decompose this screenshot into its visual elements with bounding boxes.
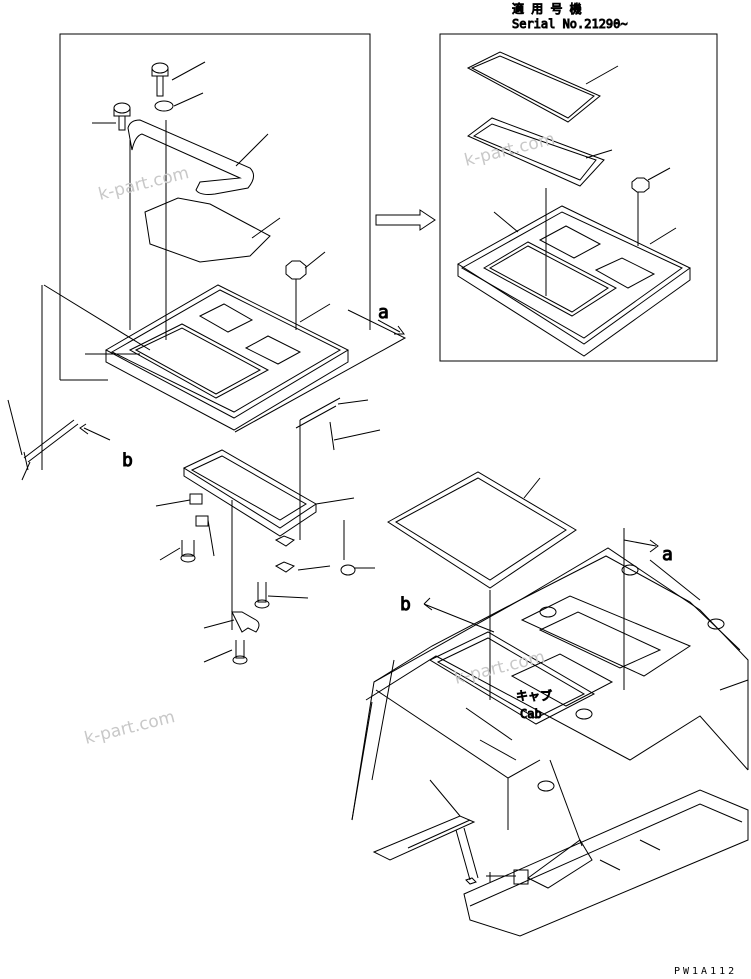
- left-group-frame: [59, 33, 371, 380]
- view-a-label-top: a: [378, 302, 389, 323]
- watermark-4: k-part.com: [82, 707, 177, 749]
- view-a-arrow: [377, 319, 405, 335]
- nut-left: [285, 251, 326, 330]
- support-rod: [7, 399, 79, 481]
- bolt-bottom: [203, 640, 248, 665]
- sunroof-frame: [182, 449, 355, 537]
- view-b-label-cab: b: [400, 594, 411, 615]
- applicable-serial-jp: 適 用 号 機: [512, 1, 582, 16]
- gasket-sheet: [144, 197, 281, 263]
- roof-panel-new: [457, 188, 691, 357]
- view-b-label-left: b: [122, 450, 133, 471]
- latch-assembly: [486, 759, 593, 889]
- view-a-arrow-cab: [623, 528, 659, 690]
- cab-label-en: Cab: [520, 707, 542, 721]
- watermark-3: k-part.com: [452, 647, 547, 689]
- bolt-left: [92, 102, 131, 131]
- replacement-arrow: [375, 209, 436, 231]
- nut-lower-right: [340, 520, 375, 576]
- glass-seal-large: [387, 471, 577, 700]
- mount-bolt: [455, 827, 479, 885]
- glass-panel-new: [466, 51, 619, 123]
- view-b-arrow-left: [79, 423, 111, 441]
- floor-rail: [372, 779, 476, 861]
- bolt-top: [151, 61, 206, 97]
- handle-bracket: [203, 611, 260, 633]
- right-group-frame: [439, 33, 718, 362]
- bolt-lower-middle: [254, 582, 309, 609]
- serial-number-label: Serial No.21290~: [512, 17, 628, 31]
- roof-panel-old: [85, 284, 350, 431]
- hinge-bracket: [155, 493, 215, 557]
- nut-new: [631, 167, 671, 246]
- lead-lines: [41, 120, 167, 470]
- frame-bracket: [127, 119, 269, 195]
- cab-structure: [351, 547, 749, 830]
- cab-bottom-frame: [463, 789, 749, 937]
- view-b-arrow-cab: [423, 597, 495, 633]
- view-a-label-cab: a: [662, 544, 673, 565]
- view-a-box: [234, 309, 407, 433]
- clip-line: [299, 303, 331, 323]
- cab-label-jp: キャブ: [516, 688, 552, 703]
- lock-block: [274, 535, 331, 573]
- lead-lines-lower: [231, 420, 301, 630]
- washer: [154, 92, 204, 112]
- latch-pin: [295, 397, 381, 451]
- seal-ring-new: [467, 117, 613, 187]
- drawing-code: PW1A112: [674, 966, 737, 977]
- bolt-lower-left: [159, 540, 196, 563]
